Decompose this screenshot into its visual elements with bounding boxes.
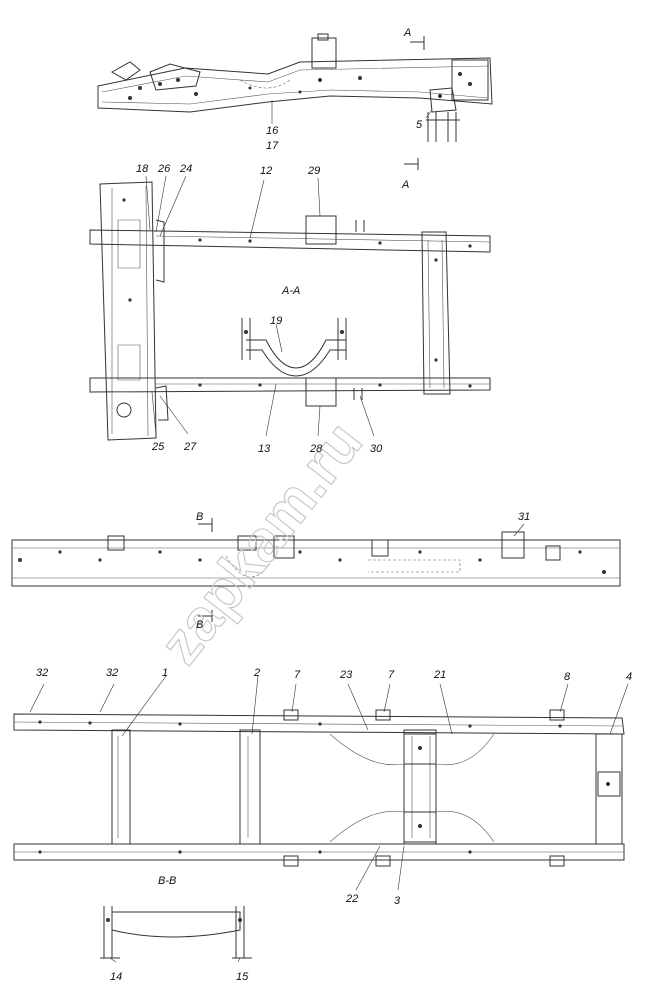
callout-1: 1 [162, 667, 168, 679]
callout-32-right: 32 [106, 667, 118, 679]
callout-30: 30 [370, 443, 383, 455]
callout-31: 31 [518, 511, 530, 523]
callout-27: 27 [183, 441, 197, 453]
callout-28: 28 [309, 443, 323, 455]
callout-25: 25 [151, 441, 165, 453]
callout-16: 16 [266, 125, 279, 137]
section-a-top-label: A [403, 27, 411, 39]
callout-17: 17 [266, 140, 279, 152]
callout-2: 2 [253, 667, 260, 679]
callout-14: 14 [110, 971, 122, 983]
front-frame-top-view [89, 175, 491, 441]
callout-23: 23 [339, 669, 353, 681]
section-a-bottom-label: A [401, 179, 409, 191]
callout-29: 29 [307, 165, 320, 177]
section-b-top-label: B [196, 511, 203, 523]
rear-frame-side-view [11, 518, 621, 622]
section-aa-label: A-A [281, 285, 300, 297]
callout-3: 3 [394, 895, 401, 907]
rear-frame-top-view [13, 675, 629, 891]
section-aa-detail [241, 318, 347, 377]
callout-32-left: 32 [36, 667, 48, 679]
callout-12: 12 [260, 165, 272, 177]
callout-18: 18 [136, 163, 149, 175]
callout-8: 8 [564, 671, 571, 683]
callout-13: 13 [258, 443, 271, 455]
callout-15: 15 [236, 971, 249, 983]
callout-26: 26 [157, 163, 171, 175]
callout-21: 21 [433, 669, 446, 681]
callout-7-left: 7 [294, 669, 301, 681]
section-bb-label: B-B [158, 875, 176, 887]
section-bb-detail [100, 906, 252, 963]
section-b-bottom-label: B [196, 619, 203, 631]
callout-22: 22 [345, 893, 358, 905]
front-frame-side-view [97, 33, 493, 170]
callout-24: 24 [179, 163, 192, 175]
callout-19: 19 [270, 315, 282, 327]
callout-4: 4 [626, 671, 632, 683]
callout-5: 5 [416, 119, 423, 131]
callout-7-right: 7 [388, 669, 395, 681]
